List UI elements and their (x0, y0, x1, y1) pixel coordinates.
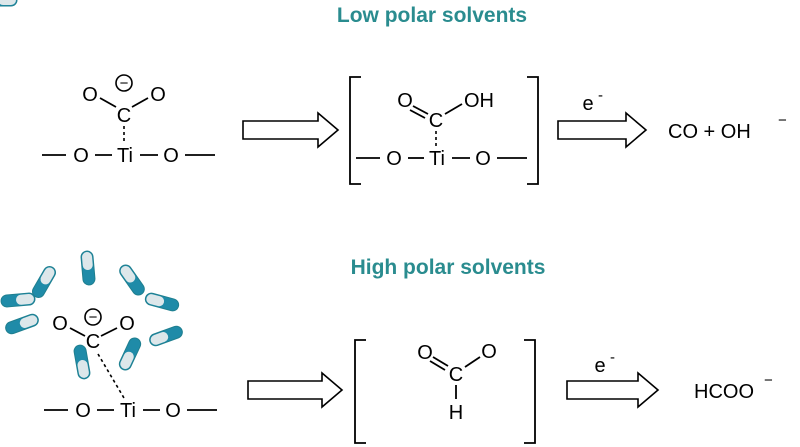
bottom-bracket-right (524, 339, 536, 444)
top-intermediate-titanium: Ti (429, 148, 445, 170)
top-reactant-carbon: C (117, 105, 131, 127)
solvent-molecule-8 (3, 312, 41, 336)
bottom-intermediate-carbon: C (449, 364, 463, 386)
top-reactant-charge-circle (115, 74, 133, 92)
bottom-arrow-1 (247, 371, 344, 409)
top-intermediate-oh: OH (464, 90, 494, 112)
top-intermediate-carbon: C (429, 110, 443, 132)
bottom-reactant-titanium: Ti (120, 400, 136, 422)
solvent-molecule-9 (0, 292, 36, 308)
bottom-arrow-2 (566, 371, 660, 409)
bottom-intermediate-bond-c-o (464, 356, 481, 368)
top-electron-sup: - (598, 87, 603, 104)
top-intermediate-double-bond-a (412, 105, 429, 115)
top-intermediate-o-ti-right: O (475, 148, 491, 170)
top-reactant-bond-co-right (131, 97, 149, 108)
top-intermediate-bond-c-oh (444, 103, 463, 115)
bottom-reactant-o-left: O (52, 313, 68, 335)
high-polar-title: High polar solvents (351, 256, 546, 279)
bottom-reactant-o-ti-left: O (75, 400, 91, 422)
bottom-reactant-bond-co-right (100, 327, 118, 337)
bottom-reactant-carbon: C (86, 331, 100, 353)
bottom-intermediate: O O C H (354, 339, 536, 444)
top-reactant-charge-sign: − (120, 75, 129, 92)
bottom-intermediate-double-bond-b (429, 360, 446, 371)
top-reactant-o-ti-right: O (163, 145, 179, 167)
top-intermediate: O OH C O Ti O (349, 76, 539, 185)
top-bracket-left (349, 76, 361, 185)
bottom-reactant-charge-sign: − (89, 309, 98, 326)
bottom-electron-label: e (594, 355, 605, 377)
bottom-reactant-o-ti-right: O (165, 400, 181, 422)
bottom-reactant: O O C − O Ti O (44, 308, 217, 422)
solvent-molecule-3 (116, 262, 148, 298)
bottom-bracket-left (354, 339, 366, 444)
bottom-reactant-bond-co-left (69, 327, 86, 337)
low-polar-title: Low polar solvents (337, 4, 527, 27)
bottom-product: HCOO (694, 381, 754, 403)
top-bracket-right (527, 76, 539, 185)
solvent-molecule-6 (116, 335, 144, 373)
solvent-molecules (0, 0, 185, 381)
solvent-molecule-4 (143, 291, 181, 313)
solvent-molecule-1 (29, 263, 59, 301)
bottom-intermediate-hydrogen: H (449, 402, 463, 424)
top-reactant-o-right: O (150, 84, 166, 106)
top-intermediate-double-bond-b (409, 109, 426, 119)
bottom-reactant-charge-circle (84, 308, 102, 326)
top-reactant-bond-co-left (99, 97, 117, 108)
bottom-intermediate-o-right: O (481, 341, 497, 363)
top-arrow-2 (557, 111, 648, 149)
top-arrow-1 (242, 111, 340, 149)
solvent-molecule-2 (80, 250, 96, 286)
top-product-charge: − (778, 112, 787, 129)
top-reactant-o-ti-left: O (73, 145, 89, 167)
top-product: CO + OH (668, 121, 751, 143)
solvent-molecule-5 (147, 324, 185, 348)
bottom-intermediate-double-bond-a (432, 356, 449, 367)
top-intermediate-o-ti-left: O (386, 148, 402, 170)
top-intermediate-o-double: O (397, 90, 413, 112)
bottom-reactant-dashed-bond (97, 353, 125, 399)
solvent-molecule-pole (0, 0, 16, 5)
bottom-electron-sup: - (610, 349, 615, 366)
top-reactant: O O C − O Ti O (42, 74, 215, 167)
top-electron-label: e (582, 93, 593, 115)
bottom-product-charge: − (764, 372, 773, 389)
top-reactant-o-left: O (82, 84, 98, 106)
bottom-intermediate-o-left: O (417, 342, 433, 364)
bottom-reactant-o-right: O (119, 313, 135, 335)
top-reactant-titanium: Ti (117, 145, 133, 167)
